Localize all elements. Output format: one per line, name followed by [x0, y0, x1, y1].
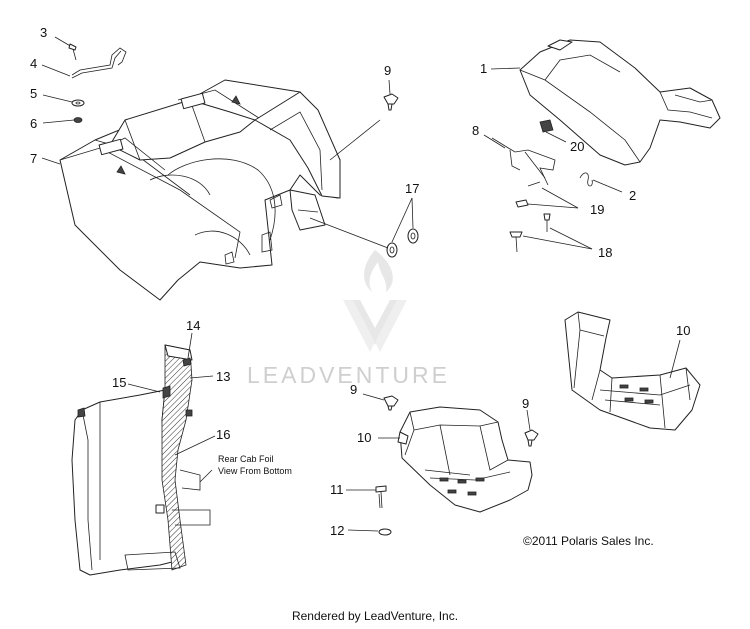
note-line-2: View From Bottom [218, 466, 292, 476]
callout-2: 2 [629, 188, 636, 203]
callout-7: 7 [30, 151, 37, 166]
footwell-right [564, 311, 701, 431]
callout-9-left: 9 [350, 382, 357, 397]
seat-assembly [490, 39, 721, 166]
callout-18: 18 [598, 245, 612, 260]
callout-6: 6 [30, 116, 37, 131]
upper-left-hardware [41, 36, 127, 165]
flame-logo-icon [343, 250, 407, 352]
grommets-17 [309, 197, 419, 258]
footwell-center [346, 393, 539, 536]
callout-3: 3 [40, 25, 47, 40]
rear-cab-assembly [59, 79, 341, 301]
callout-10-center: 10 [357, 430, 371, 445]
callout-13: 13 [216, 369, 230, 384]
rear-cab-side-view [71, 332, 216, 576]
callout-5: 5 [30, 86, 37, 101]
callout-numbers: 3 4 5 6 7 9 17 1 8 20 2 19 18 10 14 13 1… [30, 25, 690, 538]
callout-4: 4 [30, 56, 37, 71]
seat-latch-hardware [483, 134, 623, 253]
note-line-1: Rear Cab Foil [218, 454, 274, 464]
callout-14: 14 [186, 318, 200, 333]
callout-20: 20 [570, 139, 584, 154]
callout-8: 8 [472, 123, 479, 138]
push-rivet-top [329, 79, 399, 161]
leadventure-watermark: LEADVENTURE [247, 250, 450, 388]
footer-credit: Rendered by LeadVenture, Inc. [291, 609, 459, 623]
callout-17: 17 [405, 181, 419, 196]
callout-9-right: 9 [522, 396, 529, 411]
callout-9-top: 9 [384, 63, 391, 78]
callout-12: 12 [330, 523, 344, 538]
copyright-text: ©2011 Polaris Sales Inc. [523, 534, 654, 548]
watermark-text: LEADVENTURE [247, 362, 450, 388]
callout-16: 16 [216, 427, 230, 442]
callout-10-right: 10 [676, 323, 690, 338]
callout-15: 15 [112, 375, 126, 390]
callout-11: 11 [330, 482, 344, 497]
callout-19: 19 [590, 202, 604, 217]
callout-1: 1 [480, 61, 487, 76]
